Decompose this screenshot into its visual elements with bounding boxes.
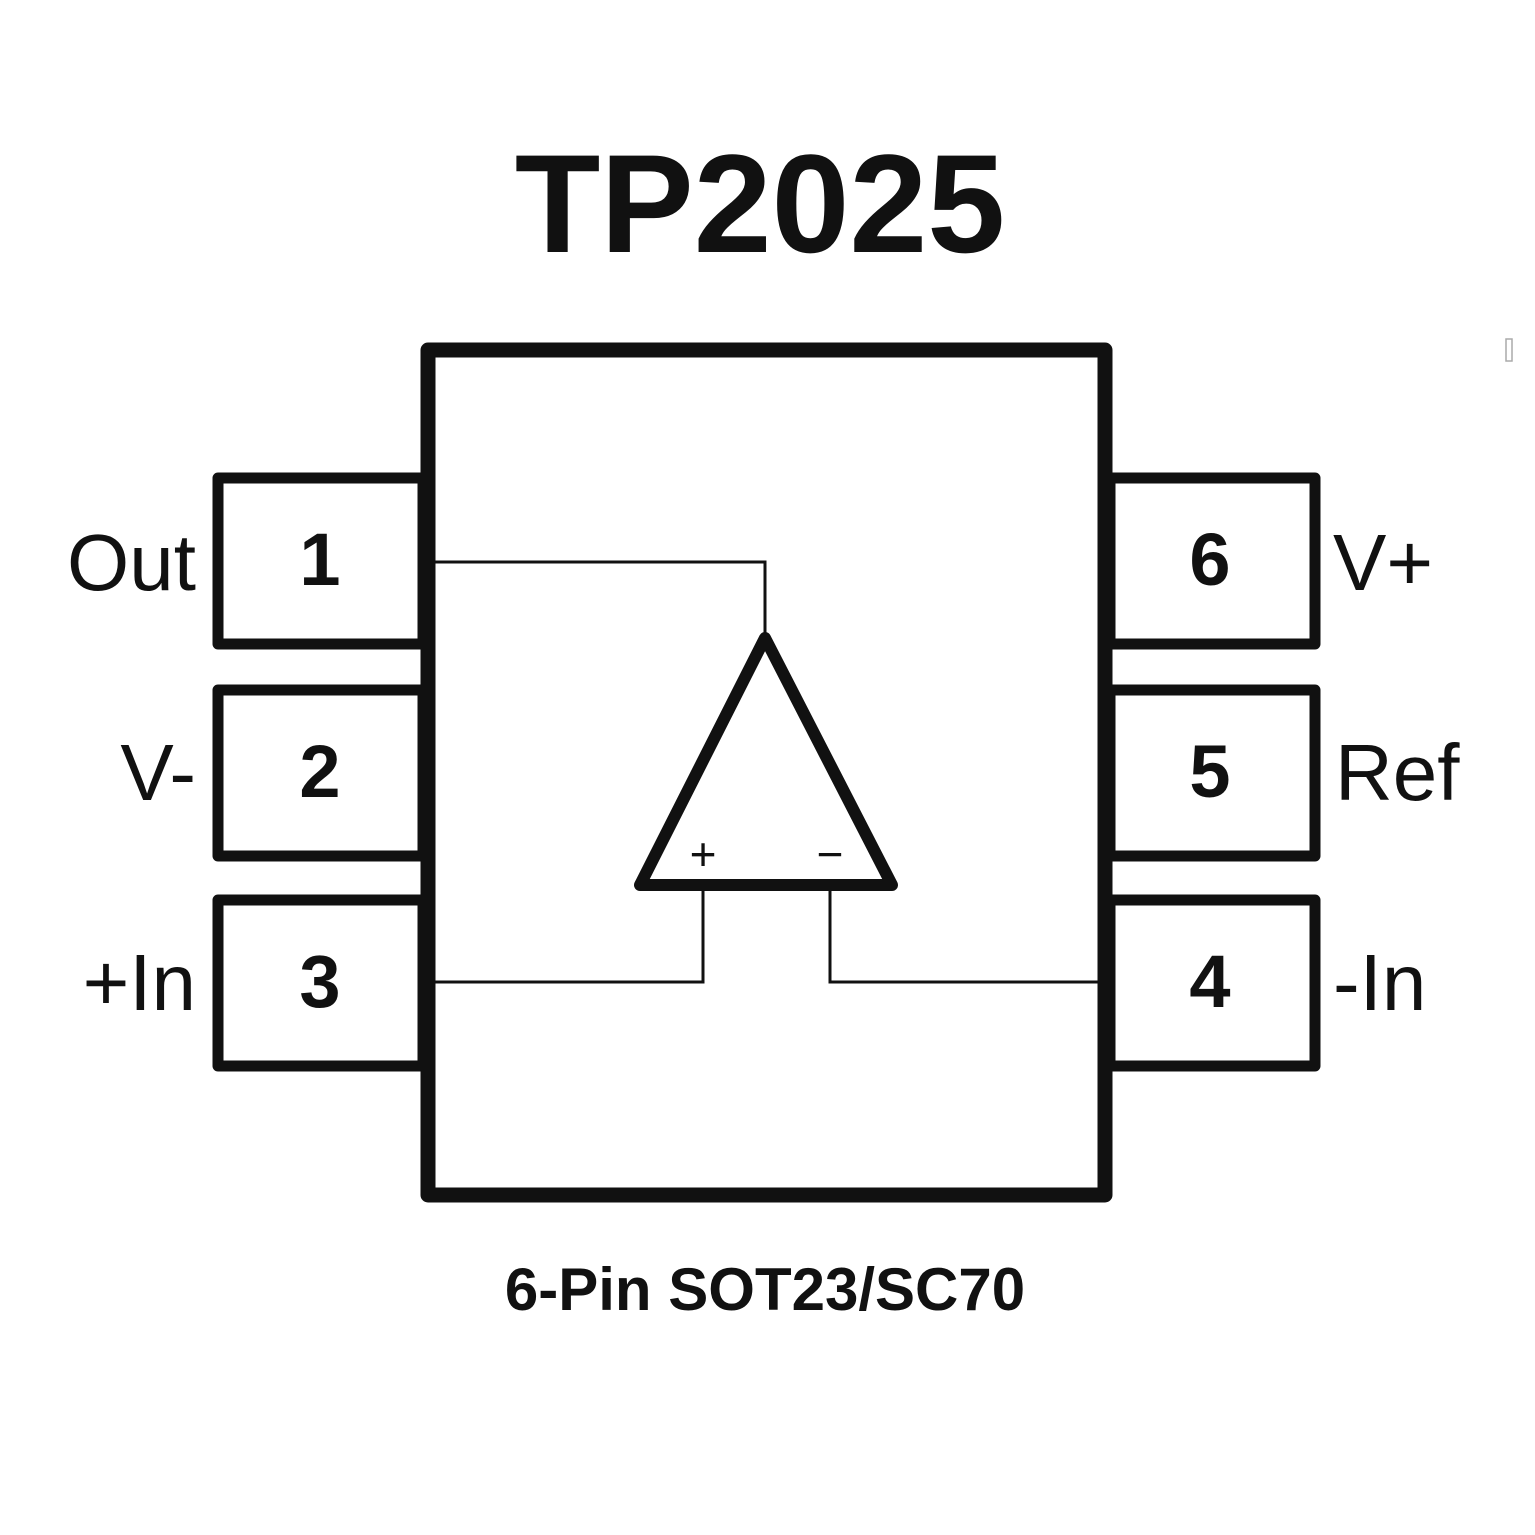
pin-1-number: 1 xyxy=(299,518,340,601)
pin-4-label: -In xyxy=(1333,938,1426,1027)
pin-5-pad xyxy=(1104,684,1321,862)
opamp-triangle-icon xyxy=(634,632,898,891)
pin-5-label: Ref xyxy=(1335,728,1460,817)
pin-3-pad xyxy=(212,894,429,1072)
plus-in-wire xyxy=(435,885,705,984)
package-label: 6-Pin SOT23/SC70 xyxy=(505,1256,1025,1323)
out-wire xyxy=(435,560,767,635)
pin-6-pad xyxy=(1104,472,1321,650)
pin-1-pad xyxy=(212,472,429,650)
opamp-plus: + xyxy=(690,828,717,880)
pin-4-number: 4 xyxy=(1189,940,1230,1023)
pin-2-label: V- xyxy=(120,728,196,817)
pin-3-number: 3 xyxy=(299,940,340,1023)
pin-1-label: Out xyxy=(67,518,196,607)
edge-artifact xyxy=(1505,338,1513,362)
pin-6-number: 6 xyxy=(1189,518,1230,601)
pin-2-pad xyxy=(212,684,429,862)
pin-5-number: 5 xyxy=(1189,730,1230,813)
chip-title: TP2025 xyxy=(515,125,1005,282)
minus-in-wire xyxy=(828,885,1098,984)
pin-6-label: V+ xyxy=(1333,518,1433,607)
pin-3-label: +In xyxy=(83,938,196,1027)
opamp-minus: − xyxy=(817,828,844,880)
wires xyxy=(435,560,1098,984)
pin-2-number: 2 xyxy=(299,730,340,813)
